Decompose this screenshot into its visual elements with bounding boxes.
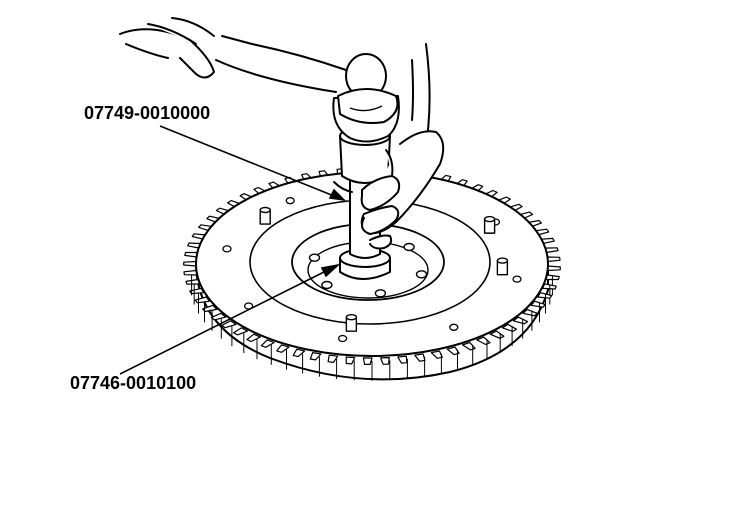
mallet-neck <box>337 88 399 124</box>
bolt-hole <box>321 280 333 290</box>
hand-upper <box>119 17 347 93</box>
gear-tooth <box>276 344 290 353</box>
gear-tooth <box>183 260 197 267</box>
leader-upper <box>159 125 335 197</box>
dowel-pins <box>259 206 509 332</box>
leader-lines <box>119 125 347 375</box>
gear-tooth <box>380 357 390 365</box>
gear-tooth <box>309 352 322 361</box>
gear-tooth <box>202 304 218 313</box>
gear-tooth <box>530 300 546 308</box>
gear-tooth <box>183 269 198 276</box>
gear-tooth <box>546 256 561 263</box>
hand-right <box>333 43 445 250</box>
gear-tooth <box>233 327 249 336</box>
leader-lower <box>119 269 329 375</box>
gear-tooth <box>327 354 339 363</box>
gear-tooth <box>221 320 237 329</box>
gear-tooth <box>547 265 561 272</box>
gear-tooth <box>210 312 227 321</box>
gear-tooth <box>246 333 261 343</box>
gear-tooth <box>397 355 408 364</box>
face-hole <box>285 197 295 205</box>
face-hole <box>512 275 522 283</box>
face-hole <box>337 334 348 343</box>
outer-holes <box>222 185 522 343</box>
gear-tooth <box>522 308 538 317</box>
gear-tooth <box>292 348 306 358</box>
bolt-hole <box>415 270 428 279</box>
bolt-hole <box>403 242 415 252</box>
gear-tooth <box>501 323 518 332</box>
tool-number-lower: 07746-0010100 <box>70 373 197 393</box>
arrow-lower <box>320 263 341 278</box>
dowel-pin <box>483 215 496 234</box>
gear-tooth <box>345 356 356 365</box>
dowel-pin <box>259 206 271 225</box>
gear-tooth <box>260 339 275 348</box>
face-hole <box>449 323 459 331</box>
gear-tooth <box>537 292 553 299</box>
tool-number-upper: 07749-0010000 <box>84 103 211 123</box>
gear-tooth <box>185 278 200 285</box>
gear-tooth <box>512 316 529 325</box>
face-hole <box>222 245 232 253</box>
dowel-pin <box>345 314 358 332</box>
dowel-pin <box>496 257 509 276</box>
arrow-upper <box>328 188 347 202</box>
bolt-hole <box>374 289 387 298</box>
bolt-hole <box>308 253 321 262</box>
gear-tooth <box>362 357 373 365</box>
gear-tooth <box>461 341 476 351</box>
